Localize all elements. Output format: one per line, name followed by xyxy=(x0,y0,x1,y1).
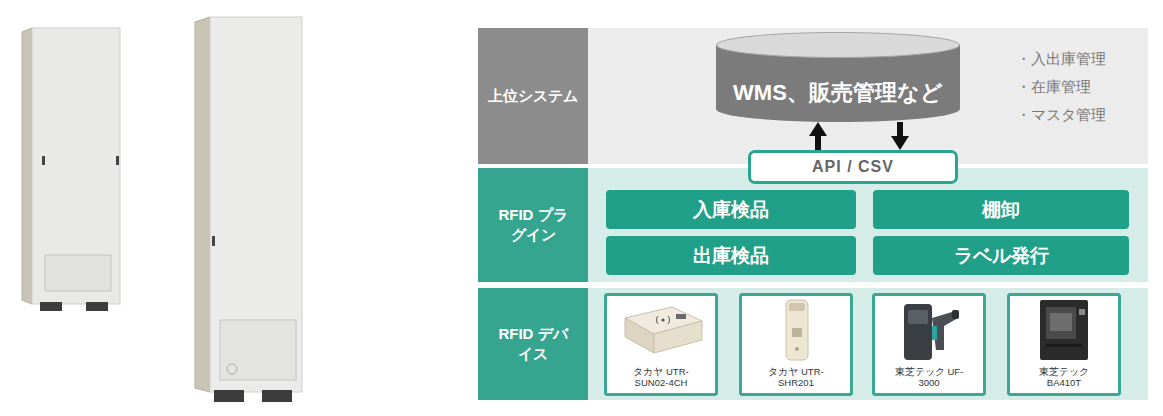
device-card: タカヤ UTR-SHR201 xyxy=(739,293,853,396)
card-ground xyxy=(872,293,986,396)
device-caption: タカヤ UTR-SUN02-4CH xyxy=(621,367,701,389)
function-box: 棚卸 xyxy=(873,190,1129,229)
rfid-gate-illustration xyxy=(195,17,302,402)
layer-label: RFID デバイス xyxy=(478,288,588,400)
cylinder-shape xyxy=(716,32,960,122)
plugin-panel xyxy=(588,168,1148,282)
node-text: 上位システム xyxy=(488,87,578,106)
node-text: 入庫検品 xyxy=(693,197,769,223)
node-text: 棚卸 xyxy=(982,197,1020,223)
scanner-illustration xyxy=(904,304,959,360)
database-cylinder: WMS、販売管理など xyxy=(716,32,960,122)
handheld-illustration xyxy=(786,300,808,360)
card-ground xyxy=(739,293,853,396)
device-card: 東芝テック BA410T xyxy=(1007,293,1121,396)
reader-illustration xyxy=(625,307,702,353)
device-caption: タカヤ UTR-SHR201 xyxy=(756,367,836,389)
data-arrow xyxy=(897,122,903,139)
device-panel xyxy=(588,288,1148,400)
function-box: 入庫検品 xyxy=(606,190,856,229)
node-text: RFID プラグイン xyxy=(491,205,575,246)
device-caption: 東芝テック BA410T xyxy=(1024,367,1104,389)
node-text: WMS、販売管理など xyxy=(733,78,943,108)
node-text: API / CSV xyxy=(812,158,894,176)
layer-label: RFID プラグイン xyxy=(478,168,588,282)
printer-illustration xyxy=(1040,300,1088,360)
data-arrow xyxy=(815,133,821,150)
rfid-gate-illustration xyxy=(22,28,120,311)
interface-box: API / CSV xyxy=(748,150,958,184)
device-card: 東芝テック UF-3000 xyxy=(872,293,986,396)
device-caption: 東芝テック UF-3000 xyxy=(889,367,969,389)
system-label: 上位システム xyxy=(478,28,588,164)
card-ground xyxy=(604,293,718,396)
function-box: 出庫検品 xyxy=(606,236,856,275)
function-box: ラベル発行 xyxy=(873,236,1129,275)
card-ground xyxy=(1007,293,1121,396)
node-text: RFID デバイス xyxy=(491,324,575,365)
cylinder-top xyxy=(717,33,960,58)
bullet-item: ・マスタ管理 xyxy=(1016,106,1106,125)
node-text: ラベル発行 xyxy=(954,243,1049,269)
device-card: タカヤ UTR-SUN02-4CH xyxy=(604,293,718,396)
bullet-item: ・入出庫管理 xyxy=(1016,50,1106,69)
bullet-item: ・在庫管理 xyxy=(1016,78,1091,97)
node-text: 出庫検品 xyxy=(693,243,769,269)
system-panel xyxy=(588,28,1148,164)
